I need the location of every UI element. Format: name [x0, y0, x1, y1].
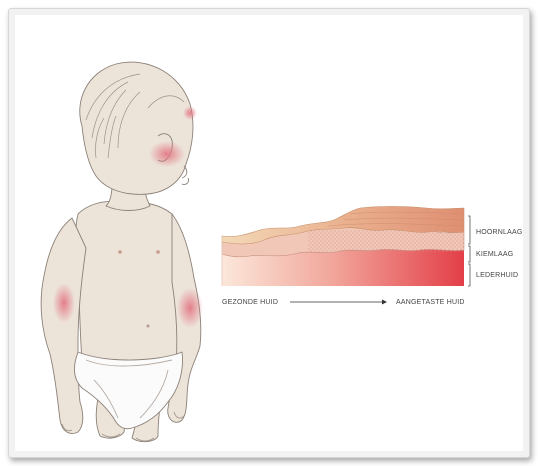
child-figure [41, 62, 201, 442]
illustration: HOORNLAAG KIEMLAAG LEDERHUID GEZONDE HUI… [16, 16, 530, 458]
figure-frame: HOORNLAAG KIEMLAAG LEDERHUID GEZONDE HUI… [8, 8, 530, 458]
arrow [290, 300, 387, 305]
figure-canvas: HOORNLAAG KIEMLAAG LEDERHUID GEZONDE HUI… [16, 16, 522, 450]
label-gezonde-huid: GEZONDE HUID [222, 299, 278, 306]
rash-cheek [149, 141, 185, 167]
rash-right-arm [177, 288, 203, 328]
label-aangetaste-huid: AANGETASTE HUID [396, 299, 465, 306]
child-left-arm [41, 218, 86, 434]
label-lederhuid: LEDERHUID [476, 272, 518, 279]
child-head [80, 62, 193, 194]
rash-left-arm [53, 283, 75, 323]
skin-cross-section: HOORNLAAG KIEMLAAG LEDERHUID GEZONDE HUI… [222, 207, 523, 307]
diaper [75, 352, 183, 429]
label-kiemlaag: KIEMLAAG [476, 251, 513, 258]
rash-forehead [183, 106, 197, 120]
label-hoornlaag: HOORNLAAG [476, 229, 523, 236]
layer-brackets [468, 216, 470, 286]
